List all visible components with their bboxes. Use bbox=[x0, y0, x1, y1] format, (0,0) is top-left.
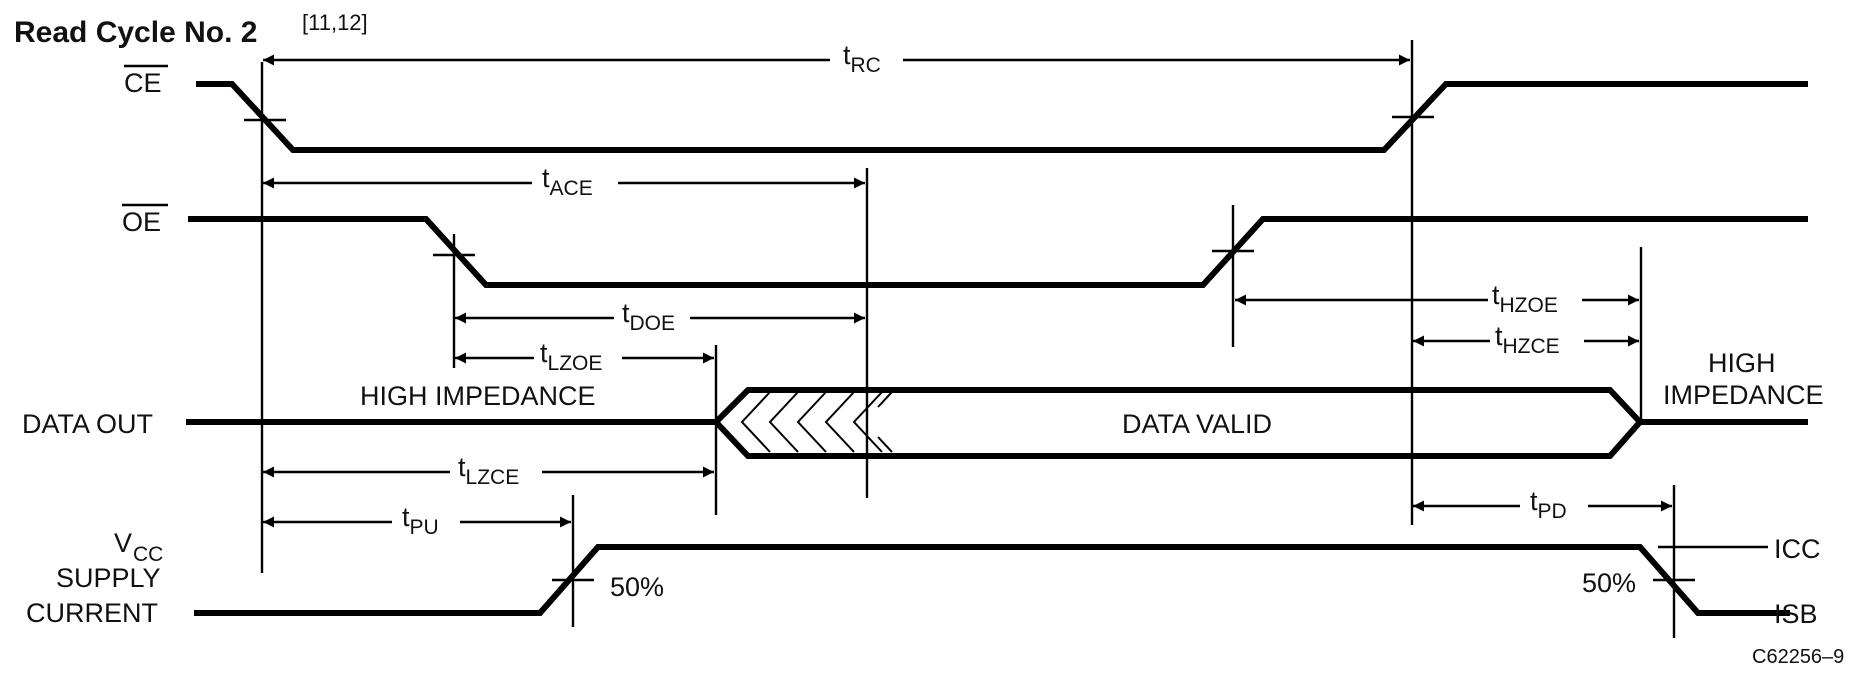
vcc-label: V bbox=[114, 528, 132, 558]
figure-id: C62256–9 bbox=[1752, 646, 1844, 668]
tpu-label: tPU bbox=[402, 502, 439, 539]
ce-waveform bbox=[196, 81, 1808, 153]
data-out-label: DATA OUT bbox=[22, 409, 153, 439]
percent-label-left: 50% bbox=[610, 572, 664, 602]
data-valid-label: DATA VALID bbox=[1122, 409, 1272, 439]
icc-label: ICC bbox=[1774, 534, 1821, 564]
title-reference: [11,12] bbox=[302, 10, 368, 35]
vcc-waveform bbox=[194, 544, 1790, 616]
oe-signal-label: OE bbox=[122, 207, 161, 237]
diagram-title: Read Cycle No. 2 bbox=[14, 16, 257, 49]
oe-waveform bbox=[188, 216, 1808, 288]
high-impedance-label: HIGH IMPEDANCE bbox=[360, 381, 596, 411]
tlzoe-label: tLZOE bbox=[540, 338, 602, 375]
tlzce-label: tLZCE bbox=[458, 452, 519, 489]
data-out-valid-bottom bbox=[713, 419, 1643, 459]
trc-label: tRC bbox=[843, 40, 881, 77]
high-impedance-right-line1: HIGH bbox=[1708, 348, 1776, 378]
supply-label: SUPPLY bbox=[56, 563, 161, 593]
vcc-label-subscript: CC bbox=[133, 543, 163, 566]
tpd-label: tPD bbox=[1530, 486, 1567, 523]
thzoe-label: tHZOE bbox=[1492, 280, 1558, 317]
tace-label: tACE bbox=[542, 163, 593, 200]
ce-signal-label: CE bbox=[124, 68, 162, 98]
thzce-label: tHZCE bbox=[1495, 321, 1560, 358]
isb-label: ISB bbox=[1774, 599, 1818, 629]
data-out-transition-hatch bbox=[740, 391, 893, 453]
current-label: CURRENT bbox=[26, 598, 158, 628]
tdoe-label: tDOE bbox=[622, 298, 675, 335]
high-impedance-right-line2: IMPEDANCE bbox=[1663, 380, 1824, 410]
data-out-valid-top bbox=[713, 387, 1643, 425]
percent-label-right: 50% bbox=[1582, 568, 1636, 598]
